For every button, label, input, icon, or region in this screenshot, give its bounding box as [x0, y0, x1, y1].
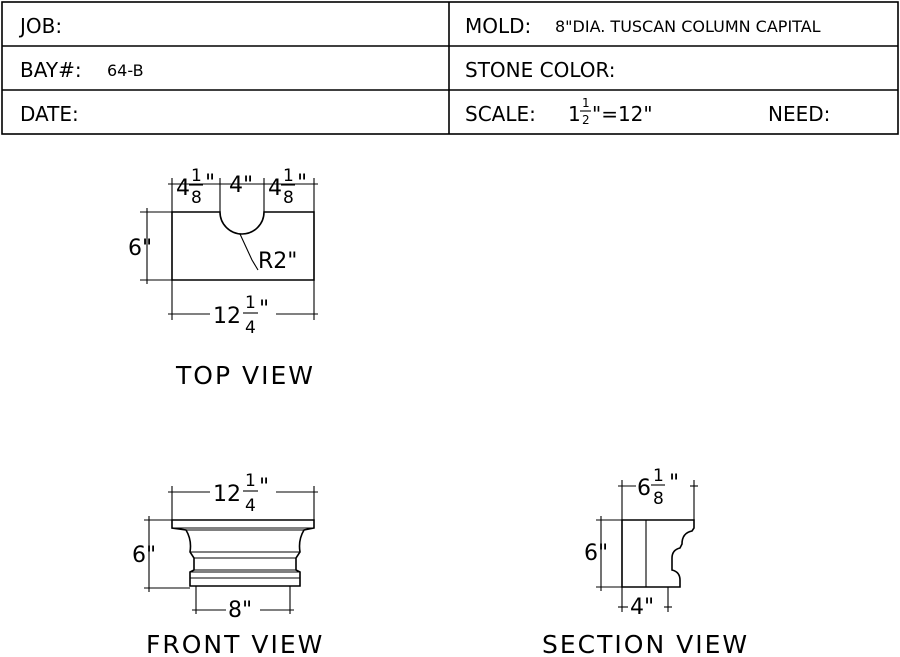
dim-left-unit: ": [205, 171, 215, 196]
dim-radius: R2": [258, 249, 297, 274]
dim-width-numerator: 1: [653, 466, 664, 486]
scale-value-denominator: 2: [582, 113, 590, 127]
need-label: NEED:: [768, 102, 830, 126]
dim-width-whole: 12: [213, 304, 241, 329]
front-view: 12 1 4 " 6" 8" FRONT VIEW: [132, 471, 324, 657]
mold-label: MOLD:: [465, 14, 531, 38]
dim-height: 6": [132, 543, 156, 568]
dim-width-unit: ": [259, 475, 269, 500]
top-view: 4 1 8 " 4" 4 1 8 " 6" R2" 12 1 4 " TOP V…: [128, 166, 318, 390]
title-block: JOB: MOLD: 8"DIA. TUSCAN COLUMN CAPITAL …: [1, 1, 899, 135]
dim-width-whole: 12: [213, 482, 241, 507]
dim-right-numerator: 1: [283, 166, 294, 186]
date-label: DATE:: [20, 102, 79, 126]
title-block-border: [1, 1, 899, 135]
dim-width-whole: 6: [637, 476, 651, 501]
dim-height: 6": [584, 541, 608, 566]
dim-width-numerator: 1: [245, 471, 256, 491]
dim-right-denominator: 8: [283, 188, 294, 208]
bay-label: BAY#:: [20, 58, 82, 82]
dim-width-numerator: 1: [245, 293, 256, 313]
section-profile-outline: [621, 519, 695, 588]
dim-base: 4": [630, 595, 654, 620]
top-view-title: TOP VIEW: [175, 361, 315, 390]
dim-width-denominator: 8: [653, 489, 664, 509]
dim-width-unit: ": [259, 297, 269, 322]
dim-right-whole: 4: [268, 176, 282, 201]
dim-width-denominator: 4: [245, 318, 256, 338]
dim-left-numerator: 1: [191, 166, 202, 186]
dim-right-unit: ": [297, 171, 307, 196]
dim-left-whole: 4: [176, 176, 190, 201]
dim-left-denominator: 8: [191, 188, 202, 208]
bay-value: 64-B: [107, 61, 144, 80]
front-view-title: FRONT VIEW: [146, 630, 324, 657]
dim-height: 6": [128, 236, 152, 261]
dim-middle: 4": [229, 173, 253, 198]
capital-outline: [171, 519, 315, 587]
scale-label: SCALE:: [465, 102, 536, 126]
dim-base: 8": [228, 598, 252, 623]
dim-width-unit: ": [669, 471, 679, 496]
stone-color-label: STONE COLOR:: [465, 58, 616, 82]
section-view-title: SECTION VIEW: [542, 630, 749, 657]
section-view: 6 1 8 " 6" 4" SECTION VIEW: [542, 466, 749, 657]
scale-value-numerator: 1: [582, 96, 590, 110]
top-view-outline: [171, 211, 315, 281]
scale-value-rest: "=12": [592, 102, 653, 126]
scale-value-whole: 1: [568, 102, 581, 126]
dim-width-denominator: 4: [245, 496, 256, 516]
radius-leader: [239, 233, 259, 271]
mold-value: 8"DIA. TUSCAN COLUMN CAPITAL: [555, 17, 821, 36]
job-label: JOB:: [18, 14, 62, 38]
